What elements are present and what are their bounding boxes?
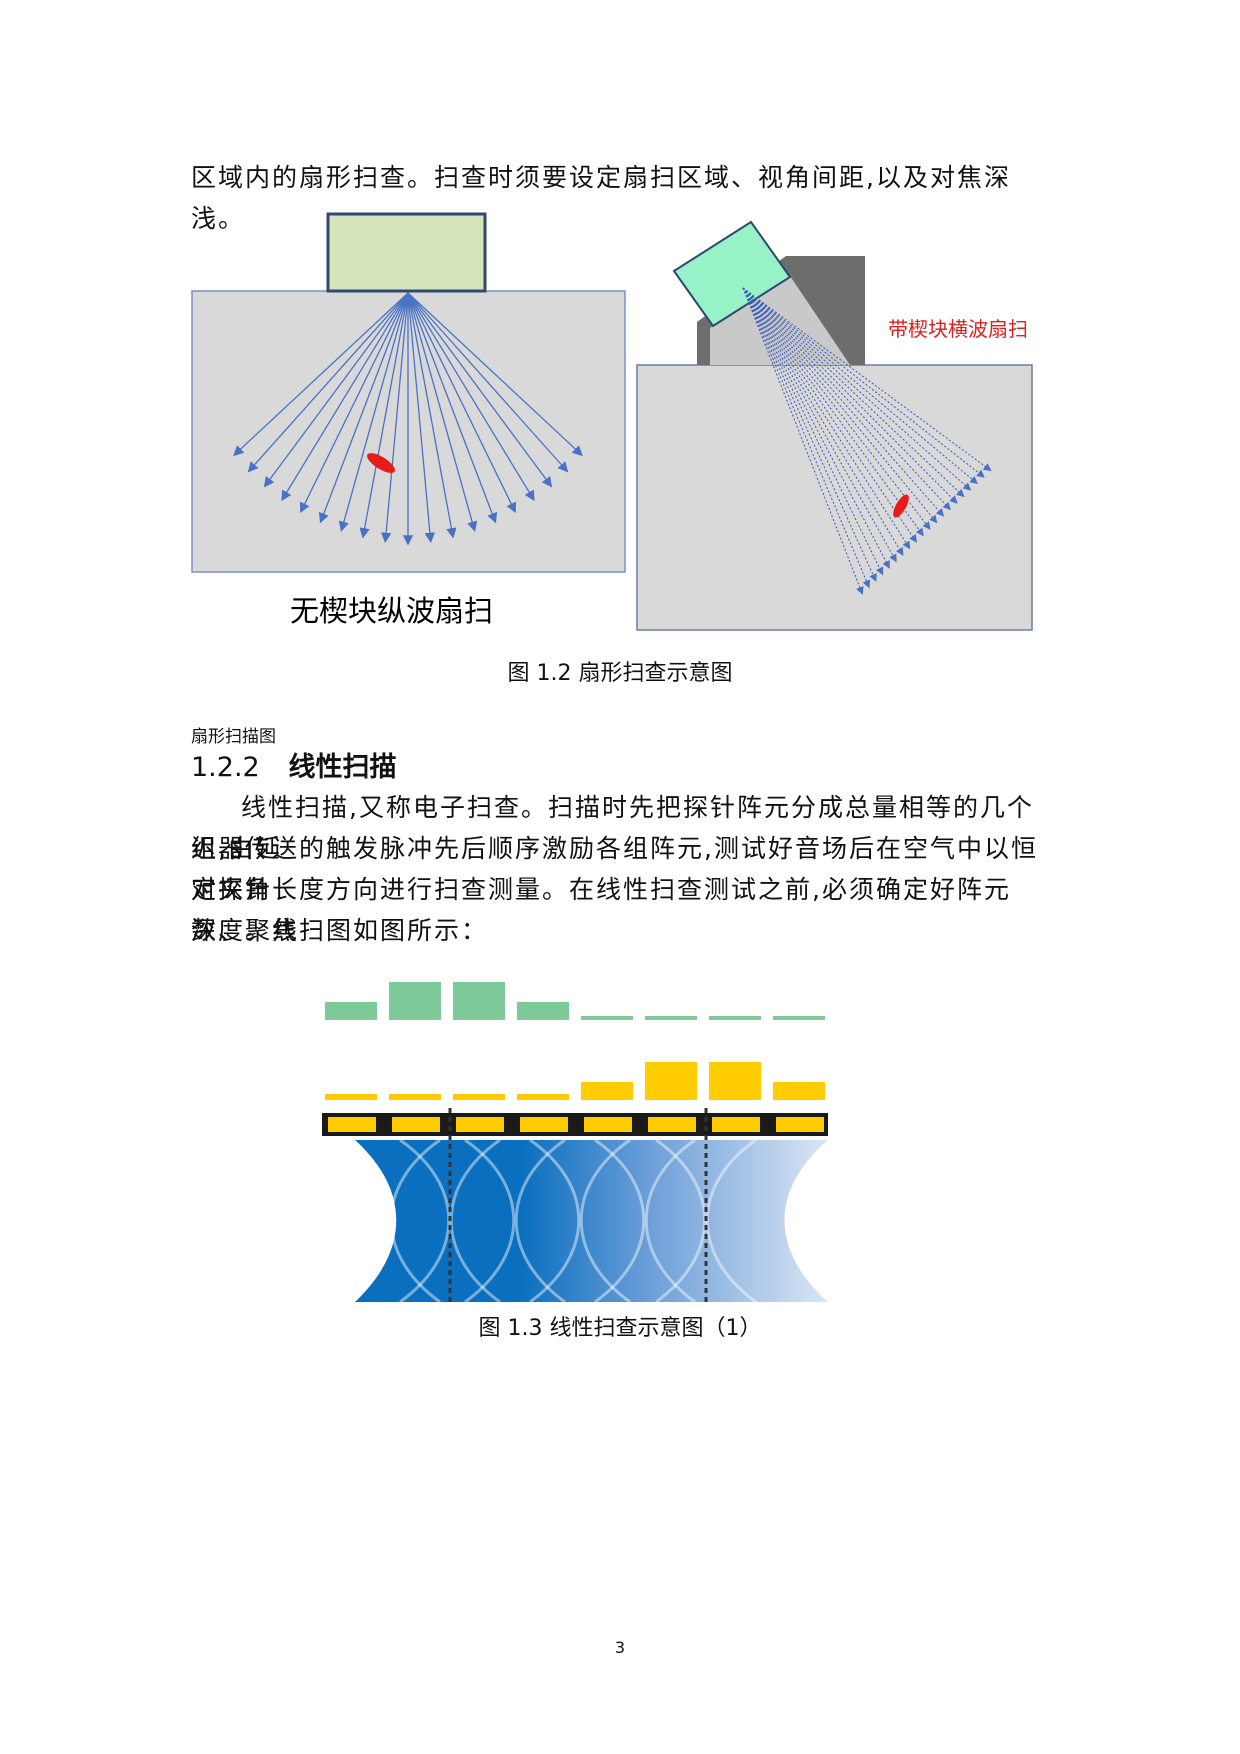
body-line-4: 深度。线扫图如图所示： (191, 916, 489, 945)
beam-curve (464, 1138, 516, 1304)
sector-ray (407, 292, 553, 488)
body-line-1: 线性扫描,又称电子扫查。扫描时先把探针阵元分成总量相等的几个组,由延 (191, 793, 1034, 863)
green-bar (581, 1016, 633, 1020)
yellow-bar (581, 1082, 633, 1100)
green-bar (389, 982, 441, 1020)
green-bar (453, 982, 505, 1020)
figure-1-2-sector-scan: 无楔块纵波扇扫 带楔块横波扇扫 (191, 212, 1033, 631)
sector-ray (407, 292, 478, 532)
array-element (392, 1117, 440, 1132)
green-bar (709, 1016, 761, 1020)
sector-rays-left (233, 292, 583, 546)
green-bar (325, 1002, 377, 1020)
yellow-bar (709, 1062, 761, 1100)
sector-ray (742, 287, 979, 485)
array-element (328, 1117, 376, 1132)
sector-ray (742, 287, 972, 491)
sector-ray (742, 287, 931, 530)
sector-ray (263, 292, 409, 488)
sector-ray (380, 292, 409, 544)
right-label: 带楔块横波扇扫 (888, 317, 1028, 341)
sector-ray (338, 292, 409, 532)
beam-curve (644, 1138, 696, 1304)
sector-ray (742, 287, 918, 543)
figure-1-3-linear-scan (322, 982, 828, 1304)
sector-ray (742, 287, 965, 498)
test-block-right (636, 364, 1033, 631)
body-line-3: 对探针长度方向进行扫查测量。在线性扫查测试之前,必须确定好阵元数、聚焦 (191, 875, 1011, 945)
figure-1-3-caption: 图 1.3 线性扫查示意图（1） (478, 1316, 762, 1341)
beam-curve (339, 1138, 391, 1304)
defect-right (893, 494, 909, 518)
sector-ray (407, 292, 583, 457)
sector-ray (407, 292, 535, 502)
sector-rays-right (742, 287, 992, 595)
sector-ray (407, 292, 516, 514)
beam-curve (594, 1138, 646, 1304)
sector-scan-label: 扇形扫描图 (191, 727, 276, 747)
sector-ray (359, 292, 409, 539)
sector-ray (300, 292, 409, 514)
array-element (584, 1117, 632, 1132)
sector-ray (742, 287, 985, 478)
green-amplitude-bars (325, 982, 825, 1020)
sector-ray (742, 287, 945, 517)
intro-paragraph: 区域内的扇形扫查。扫查时须要设定扇扫区域、视角间距,以及对焦深浅。 (191, 163, 1011, 233)
sector-ray (742, 287, 884, 576)
sector-ray (742, 287, 897, 563)
sector-ray (407, 292, 569, 473)
array-elements (328, 1117, 824, 1132)
body-line-2: 迟器传送的触发脉冲先后顺序激励各组阵元,测试好音场后在空气中以恒定夹角 (191, 834, 1038, 904)
sector-ray (742, 287, 924, 537)
sector-ray (407, 292, 498, 524)
array-element (776, 1117, 824, 1132)
sector-ray (742, 287, 938, 524)
yellow-bar (453, 1094, 505, 1100)
section-title: 线性扫描 (288, 752, 397, 783)
sector-ray (742, 287, 864, 595)
sector-ray (742, 287, 890, 569)
left-label: 无楔块纵波扇扫 (290, 594, 493, 628)
green-bar (517, 1002, 569, 1020)
sector-ray (742, 287, 871, 589)
green-bar (645, 1016, 697, 1020)
sector-ray (742, 287, 911, 550)
sector-ray (742, 287, 958, 504)
sector-ray (407, 292, 457, 539)
yellow-bar (645, 1062, 697, 1100)
beam-curve (579, 1138, 631, 1304)
beam-curve (514, 1138, 566, 1304)
yellow-delay-bars (325, 1062, 825, 1100)
section-number: 1.2.2 (191, 752, 260, 783)
array-element (712, 1117, 760, 1132)
beam-curve (389, 1138, 441, 1304)
page-number: 3 (614, 1638, 626, 1657)
beam-curve (529, 1138, 581, 1304)
yellow-bar (325, 1094, 377, 1100)
yellow-bar (517, 1094, 569, 1100)
yellow-bar (773, 1082, 825, 1100)
sector-ray (742, 287, 992, 472)
sector-ray (742, 287, 877, 582)
probe-right (672, 220, 792, 328)
section-heading: 1.2.2 线性扫描 (191, 745, 397, 784)
array-element (520, 1117, 568, 1132)
array-element (456, 1117, 504, 1132)
probe-left (326, 212, 487, 293)
ultrasonic-beam (355, 1140, 828, 1302)
sector-ray (407, 292, 436, 544)
sector-ray (318, 292, 409, 524)
yellow-bar (389, 1094, 441, 1100)
sector-ray (247, 292, 409, 473)
green-bar (773, 1016, 825, 1020)
sector-ray (233, 292, 409, 457)
defect-left (367, 453, 395, 473)
sector-ray (281, 292, 409, 502)
figure-1-2-caption: 图 1.2 扇形扫查示意图 (507, 661, 733, 686)
array-element (648, 1117, 696, 1132)
